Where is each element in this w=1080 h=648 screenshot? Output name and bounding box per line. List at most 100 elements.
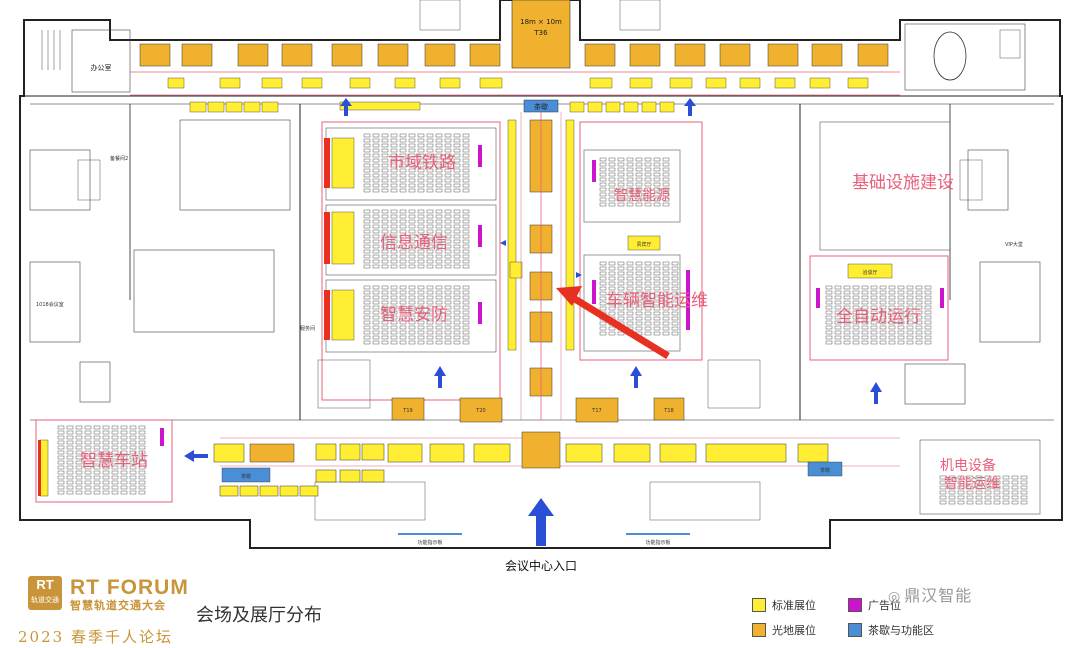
seat — [408, 209, 416, 214]
seat — [635, 177, 643, 182]
seat — [66, 440, 74, 445]
seat — [1002, 485, 1010, 490]
seat — [644, 172, 652, 177]
seat — [453, 183, 461, 188]
seat — [138, 435, 146, 440]
seat — [75, 460, 83, 465]
seat — [888, 300, 896, 305]
seat — [426, 244, 434, 249]
seat — [372, 264, 380, 269]
seat — [984, 495, 992, 500]
seat — [671, 286, 679, 291]
seat — [608, 182, 616, 187]
seat — [462, 300, 470, 305]
seat — [408, 335, 416, 340]
seat — [924, 335, 932, 340]
seat — [626, 202, 634, 207]
seat — [653, 167, 661, 172]
seat — [372, 234, 380, 239]
seat — [662, 301, 670, 306]
stage-size-label: 18m × 10m — [520, 18, 562, 26]
seat — [897, 305, 905, 310]
seat — [462, 163, 470, 168]
station-hall-seating — [57, 425, 146, 495]
seat — [363, 188, 371, 193]
seat — [444, 214, 452, 219]
seat — [653, 261, 661, 266]
seat — [111, 480, 119, 485]
seat — [399, 214, 407, 219]
seat — [417, 168, 425, 173]
seat — [381, 143, 389, 148]
seat — [993, 495, 1001, 500]
seat — [138, 460, 146, 465]
seat — [444, 229, 452, 234]
seat — [408, 300, 416, 305]
seat — [120, 450, 128, 455]
seat — [957, 495, 965, 500]
seat — [608, 157, 616, 162]
seat — [617, 311, 625, 316]
seat — [417, 320, 425, 325]
seat — [381, 229, 389, 234]
seat — [852, 325, 860, 330]
seat — [462, 290, 470, 295]
seat — [462, 325, 470, 330]
seat — [462, 143, 470, 148]
seat — [617, 182, 625, 187]
seat — [852, 330, 860, 335]
function-board-left-label: 功能指示板 — [417, 539, 442, 546]
seat — [599, 172, 607, 177]
seat — [381, 259, 389, 264]
seat — [84, 480, 92, 485]
seat — [417, 148, 425, 153]
seat — [390, 239, 398, 244]
seat — [626, 306, 634, 311]
seat — [861, 340, 869, 345]
seat — [399, 173, 407, 178]
seat — [390, 254, 398, 259]
seat — [852, 305, 860, 310]
seat — [626, 187, 634, 192]
seat — [426, 158, 434, 163]
seat — [408, 310, 416, 315]
seat — [870, 290, 878, 295]
seat — [462, 188, 470, 193]
seat — [453, 219, 461, 224]
seat — [84, 445, 92, 450]
seat — [390, 143, 398, 148]
seat — [120, 440, 128, 445]
seat — [444, 259, 452, 264]
hall-energy-label: 智慧能源 — [614, 188, 670, 204]
seat — [444, 219, 452, 224]
seat — [453, 138, 461, 143]
seat — [644, 162, 652, 167]
top-booth-row — [130, 43, 900, 113]
seat — [653, 326, 661, 331]
seat — [635, 316, 643, 321]
seat — [915, 325, 923, 330]
seat — [662, 316, 670, 321]
seat — [453, 239, 461, 244]
seat — [111, 470, 119, 475]
booth — [361, 443, 385, 461]
office-room: 办公室 — [41, 29, 131, 93]
seat — [57, 445, 65, 450]
seat — [825, 310, 833, 315]
seat — [825, 325, 833, 330]
red-pointer-arrow-icon — [556, 286, 670, 359]
legend-standard-label: 标准展位 — [772, 599, 816, 612]
seat — [644, 182, 652, 187]
seat — [372, 153, 380, 158]
seat — [408, 305, 416, 310]
seat — [399, 300, 407, 305]
seat — [129, 440, 137, 445]
seat — [120, 490, 128, 495]
small-hall-label: 1018会议室 — [36, 301, 64, 308]
seat — [888, 290, 896, 295]
seat — [129, 475, 137, 480]
seat — [408, 163, 416, 168]
seat — [653, 271, 661, 276]
seat — [617, 306, 625, 311]
seat — [948, 475, 956, 480]
